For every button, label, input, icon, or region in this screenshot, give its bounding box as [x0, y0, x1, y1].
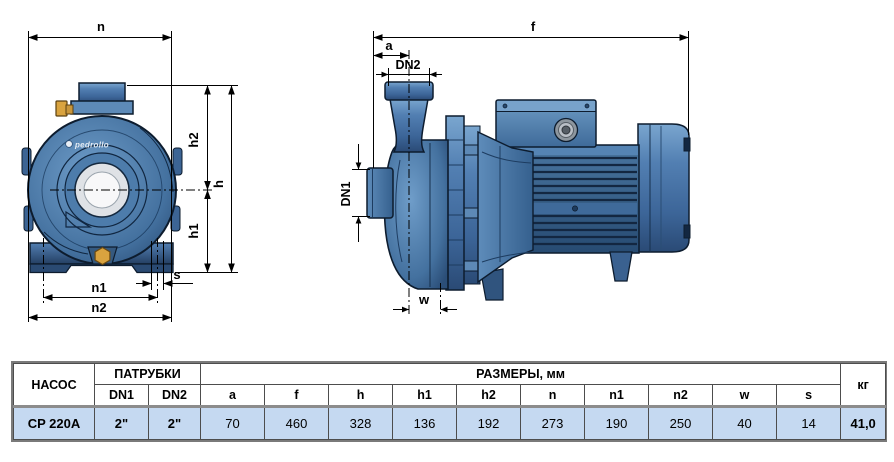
cover-clip — [683, 224, 691, 239]
col-header-s: s — [776, 384, 842, 407]
svg-text:DN1: DN1 — [339, 181, 353, 206]
dim-a: a — [373, 38, 410, 59]
dim-h: h — [211, 85, 235, 273]
col-header-n: n — [520, 384, 586, 407]
volute-casing-side — [383, 139, 449, 290]
brass-vent-plug — [55, 100, 74, 117]
pedrollo-logo: pedrollo — [65, 140, 109, 150]
svg-text:n1: n1 — [91, 280, 106, 295]
col-header-h: h — [328, 384, 394, 407]
dim-n: n — [28, 19, 172, 41]
base-feet — [29, 263, 174, 274]
svg-text:n2: n2 — [91, 300, 106, 315]
dim-w: w — [393, 292, 457, 313]
col-header-weight: кг — [840, 363, 887, 407]
port-collar — [70, 100, 134, 115]
svg-text:h1: h1 — [186, 223, 201, 238]
col-header-w: w — [712, 384, 778, 407]
svg-text:w: w — [418, 292, 430, 307]
cell-n2: 250 — [648, 405, 714, 440]
col-header-dn1: DN1 — [94, 384, 149, 407]
cell-a: 70 — [200, 405, 266, 440]
svg-text:DN2: DN2 — [395, 58, 420, 72]
dim-h2: h2 — [186, 85, 211, 191]
pump-technical-drawing: pedrollo n h2 h1 — [21, 19, 691, 322]
cable-gland — [553, 117, 579, 143]
col-header-n2: n2 — [648, 384, 714, 407]
brass-hex-plug — [94, 246, 111, 266]
cell-h: 328 — [328, 405, 394, 440]
dim-h1: h1 — [186, 189, 211, 273]
col-header-h2: h2 — [456, 384, 522, 407]
motor-foot — [609, 251, 633, 282]
col-header-h1: h1 — [392, 384, 458, 407]
dim-n2: n2 — [28, 300, 172, 321]
table-row-cp220a: CP 220A 2" 2" 70 460 328 136 192 273 190… — [13, 405, 887, 440]
front-view-dimensions: n h2 h1 h s n — [28, 19, 238, 322]
cell-s: 14 — [776, 405, 842, 440]
table-header-row-2: DN1 DN2 a f h h1 h2 n n1 n2 w s — [14, 384, 886, 407]
dimensions-table-wrap: НАСОС ПАТРУБКИ РАЗМЕРЫ, мм кг DN1 DN2 a … — [11, 361, 887, 442]
box-screw — [502, 103, 508, 109]
cell-n: 273 — [520, 405, 586, 440]
svg-text:h2: h2 — [186, 132, 201, 147]
dim-dn1: DN1 — [339, 144, 370, 242]
motor-fins — [499, 156, 637, 246]
cell-weight: 41,0 — [840, 405, 887, 440]
col-header-dimensions: РАЗМЕРЫ, мм — [200, 363, 842, 385]
dim-n1: n1 — [43, 280, 158, 301]
dimensions-table: НАСОС ПАТРУБКИ РАЗМЕРЫ, мм кг DN1 DN2 a … — [13, 363, 887, 440]
svg-text:s: s — [173, 267, 180, 282]
motor-bracket — [477, 130, 534, 284]
discharge-port-front — [78, 82, 126, 104]
casing-ear — [172, 147, 183, 176]
motor-screw — [572, 205, 578, 212]
side-view-dimensions: f a DN2 DN1 — [339, 19, 689, 317]
suction-port-side — [366, 167, 394, 219]
flange-plate — [445, 115, 465, 291]
col-header-a: a — [200, 384, 266, 407]
arrow-mark — [65, 210, 93, 228]
table-header-row-1: НАСОС ПАТРУБКИ РАЗМЕРЫ, мм кг — [13, 363, 887, 407]
col-header-ports: ПАТРУБКИ — [93, 363, 202, 385]
svg-text:h: h — [211, 180, 226, 188]
box-screw — [584, 103, 590, 109]
cell-h1: 136 — [392, 405, 458, 440]
cell-dn1: 2" — [94, 405, 149, 440]
cell-pump-model: CP 220A — [13, 405, 95, 440]
col-header-pump: НАСОС — [13, 363, 95, 407]
terminal-box — [495, 99, 597, 148]
cell-w: 40 — [712, 405, 778, 440]
svg-text:a: a — [385, 38, 393, 53]
pump-side-view — [366, 81, 691, 301]
col-header-dn2: DN2 — [147, 384, 202, 407]
col-header-n1: n1 — [584, 384, 650, 407]
svg-text:f: f — [531, 19, 536, 34]
dim-f: f — [373, 19, 689, 41]
svg-text:pedrollo: pedrollo — [74, 141, 109, 150]
cell-n1: 190 — [584, 405, 650, 440]
cell-f: 460 — [264, 405, 330, 440]
dim-s: s — [136, 267, 193, 287]
fan-cover — [637, 123, 691, 253]
pump-front-view: pedrollo — [21, 82, 214, 274]
svg-text:n: n — [97, 19, 105, 34]
cell-dn2: 2" — [147, 405, 202, 440]
cell-h2: 192 — [456, 405, 522, 440]
cover-clip — [683, 137, 691, 152]
col-header-f: f — [264, 384, 330, 407]
